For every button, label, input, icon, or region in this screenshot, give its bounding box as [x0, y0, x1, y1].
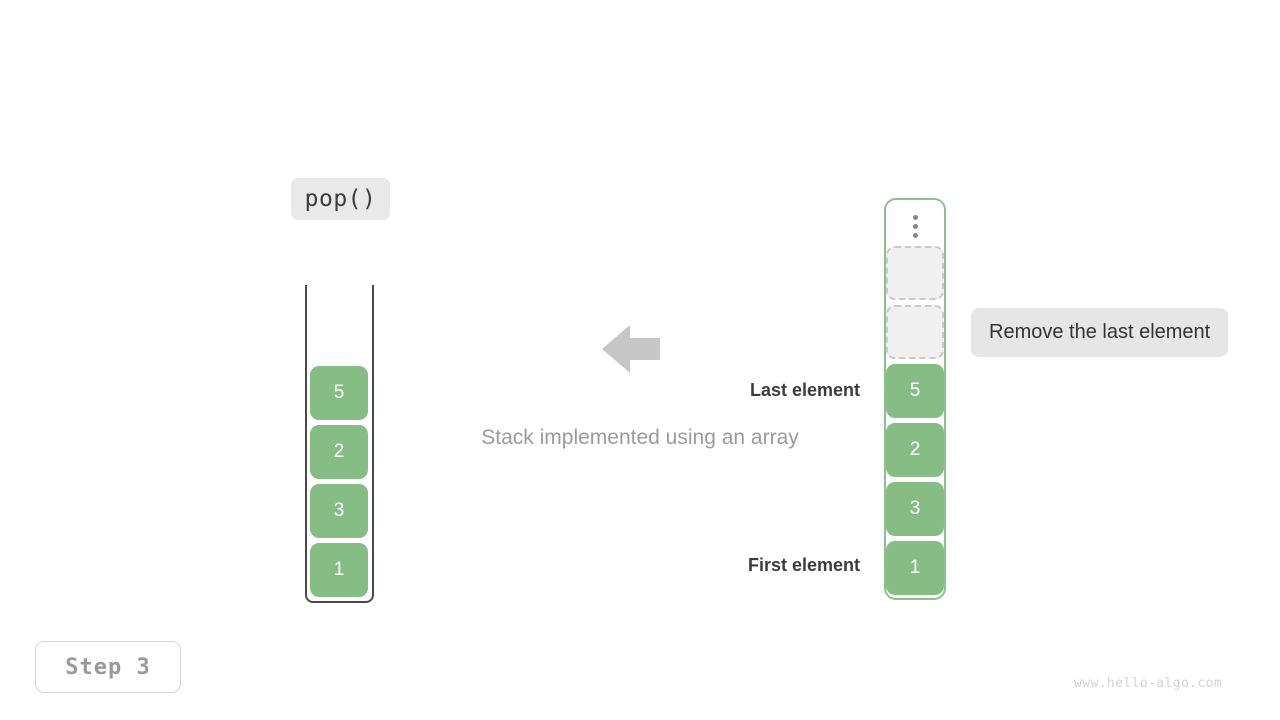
label-first-element: First element: [747, 555, 860, 575]
operation-chip-pop: pop(): [291, 178, 390, 220]
step-badge: Step 3: [35, 641, 181, 693]
diagram-caption: Stack implemented using an array: [481, 426, 799, 449]
array-cell: 1: [886, 541, 944, 595]
array-cell-empty: [886, 305, 944, 359]
array-cell: 1: [310, 543, 368, 597]
array-cell: 3: [886, 482, 944, 536]
arrow-left-icon: [602, 321, 660, 377]
array-cell: 3: [310, 484, 368, 538]
array-cell: 2: [886, 423, 944, 477]
array-cell-empty: [886, 246, 944, 300]
label-last-element: Last element: [749, 380, 860, 400]
ellipsis-dot: [912, 232, 918, 238]
stack-walls: [305, 285, 374, 603]
vertical-ellipsis-icon: [886, 210, 944, 242]
array-cell: 5: [310, 366, 368, 420]
watermark: www.hello-algo.com: [1074, 676, 1223, 691]
tooltip-remove-last-element: Remove the last element: [971, 308, 1229, 357]
ellipsis-dot: [912, 214, 918, 220]
ellipsis-dot: [912, 223, 918, 229]
array-cell: 5: [886, 364, 944, 418]
array-cell: 2: [310, 425, 368, 479]
